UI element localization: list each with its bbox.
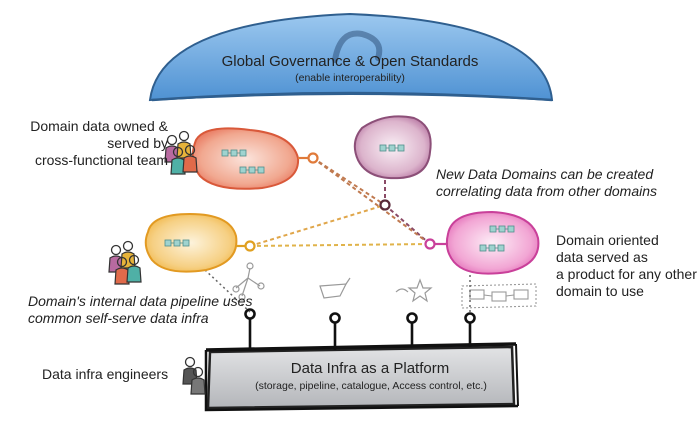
platform-title: Data Infra as a Platform: [290, 360, 450, 377]
label-new-domains: New Data Domains can be created correlat…: [436, 166, 657, 199]
connector-rings: [244, 152, 436, 252]
platform-box: [204, 342, 519, 412]
domain-purple: [353, 115, 432, 180]
governance-dome: [148, 12, 554, 102]
pipeline-icon: [461, 283, 537, 309]
platform-subtitle: (storage, pipeline, catalogue, Access co…: [255, 380, 487, 392]
governance-subtitle: (enable interoperability): [295, 72, 405, 84]
label-domain-oriented: Domain oriented data served as a product…: [556, 232, 697, 299]
chip-icon: [379, 144, 405, 152]
engineer-icon: [182, 356, 206, 395]
chip-icon: [479, 244, 505, 252]
label-pipeline: Domain's internal data pipeline uses com…: [28, 293, 253, 326]
stars-icon: [395, 278, 433, 303]
funnel-icon: [319, 277, 351, 299]
label-engineers: Data infra engineers: [42, 366, 169, 382]
governance-title: Global Governance & Open Standards: [221, 53, 479, 70]
chip-icon: [489, 225, 515, 233]
label-domain-owned: Domain data owned & served by cross-func…: [30, 118, 168, 168]
chip-icon: [164, 239, 190, 247]
platform-plugs: [244, 308, 476, 350]
chip-icon: [221, 149, 247, 157]
domain-orange: [191, 127, 300, 190]
infra-links: [204, 269, 471, 313]
domain-yellow: [144, 212, 238, 273]
lock-icon: [332, 30, 383, 63]
tree-icon: [232, 262, 265, 301]
domain-pink: [445, 210, 540, 275]
people-icon: [108, 240, 142, 285]
chip-icon: [239, 166, 265, 174]
